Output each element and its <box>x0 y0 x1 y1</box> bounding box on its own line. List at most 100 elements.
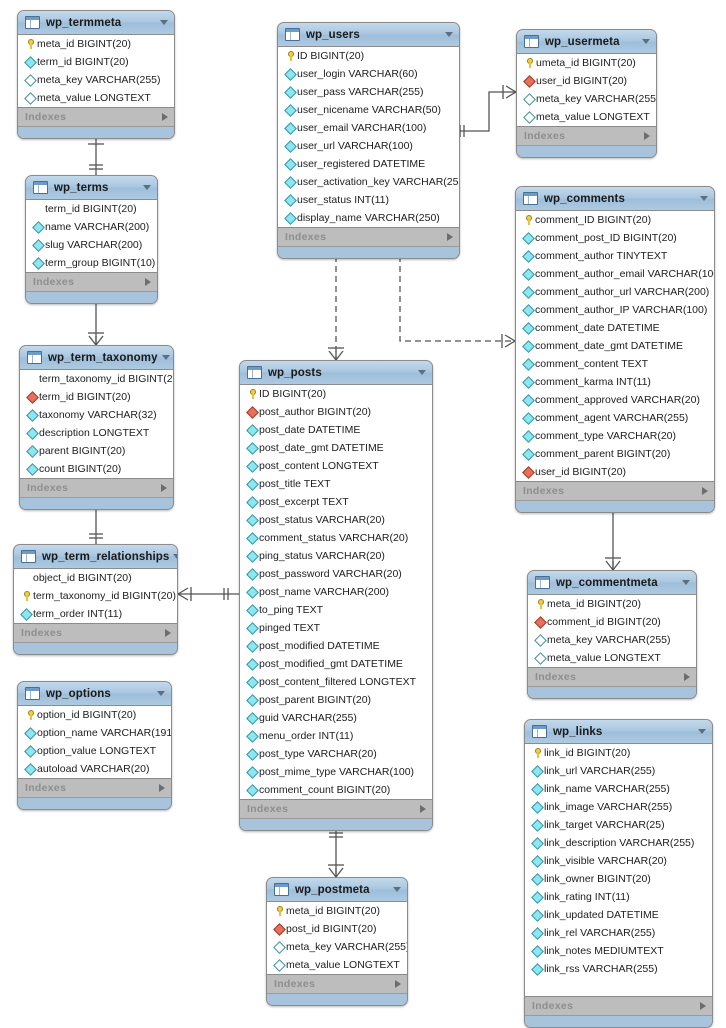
column-row[interactable]: term_id BIGINT(20) <box>20 388 173 406</box>
indexes-section[interactable]: Indexes <box>26 273 157 292</box>
column-row[interactable]: post_content_filtered LONGTEXT <box>240 673 432 691</box>
column-row[interactable]: link_id BIGINT(20) <box>525 744 712 762</box>
chevron-right-icon[interactable] <box>420 805 426 813</box>
column-row[interactable]: post_date_gmt DATETIME <box>240 439 432 457</box>
column-row[interactable]: name VARCHAR(200) <box>26 218 157 236</box>
column-row[interactable]: comment_post_ID BIGINT(20) <box>516 229 714 247</box>
chevron-down-icon[interactable] <box>682 580 690 585</box>
column-row[interactable]: option_name VARCHAR(191) <box>18 724 171 742</box>
column-row[interactable]: comment_status VARCHAR(20) <box>240 529 432 547</box>
chevron-right-icon[interactable] <box>161 484 167 492</box>
column-row[interactable]: link_visible VARCHAR(20) <box>525 852 712 870</box>
chevron-right-icon[interactable] <box>702 487 708 495</box>
column-row[interactable]: display_name VARCHAR(250) <box>278 209 459 227</box>
column-row[interactable]: meta_value LONGTEXT <box>18 89 174 107</box>
column-row[interactable]: link_description VARCHAR(255) <box>525 834 712 852</box>
chevron-right-icon[interactable] <box>162 113 168 121</box>
indexes-section[interactable]: Indexes <box>18 779 171 798</box>
chevron-down-icon[interactable] <box>698 729 706 734</box>
column-row[interactable]: option_id BIGINT(20) <box>18 706 171 724</box>
column-row[interactable]: link_name VARCHAR(255) <box>525 780 712 798</box>
column-row[interactable]: meta_value LONGTEXT <box>267 956 407 974</box>
column-row[interactable]: ID BIGINT(20) <box>240 385 432 403</box>
column-row[interactable]: term_taxonomy_id BIGINT(20) <box>20 370 173 388</box>
column-row[interactable]: user_nicename VARCHAR(50) <box>278 101 459 119</box>
table-header[interactable]: wp_postmeta <box>267 878 407 902</box>
column-row[interactable]: to_ping TEXT <box>240 601 432 619</box>
column-row[interactable]: user_url VARCHAR(100) <box>278 137 459 155</box>
column-row[interactable]: umeta_id BIGINT(20) <box>517 54 656 72</box>
chevron-down-icon[interactable] <box>700 196 708 201</box>
indexes-section[interactable]: Indexes <box>278 228 459 247</box>
column-row[interactable]: user_login VARCHAR(60) <box>278 65 459 83</box>
column-row[interactable]: meta_value LONGTEXT <box>517 108 656 126</box>
column-row[interactable]: user_email VARCHAR(100) <box>278 119 459 137</box>
table-header[interactable]: wp_term_relationships <box>14 545 177 569</box>
column-row[interactable]: comment_date DATETIME <box>516 319 714 337</box>
chevron-right-icon[interactable] <box>395 980 401 988</box>
column-row[interactable]: slug VARCHAR(200) <box>26 236 157 254</box>
column-row[interactable]: meta_id BIGINT(20) <box>18 35 174 53</box>
chevron-down-icon[interactable] <box>445 32 453 37</box>
column-row[interactable]: comment_type VARCHAR(20) <box>516 427 714 445</box>
indexes-section[interactable]: Indexes <box>517 127 656 146</box>
column-row[interactable]: link_notes MEDIUMTEXT <box>525 942 712 960</box>
column-row[interactable]: post_modified_gmt DATETIME <box>240 655 432 673</box>
column-row[interactable]: post_type VARCHAR(20) <box>240 745 432 763</box>
column-row[interactable]: comment_agent VARCHAR(255) <box>516 409 714 427</box>
column-row[interactable]: comment_parent BIGINT(20) <box>516 445 714 463</box>
column-row[interactable]: meta_id BIGINT(20) <box>528 595 696 613</box>
table-header[interactable]: wp_links <box>525 720 712 744</box>
column-row[interactable]: meta_key VARCHAR(255) <box>18 71 174 89</box>
column-row[interactable]: ID BIGINT(20) <box>278 47 459 65</box>
column-row[interactable]: post_content LONGTEXT <box>240 457 432 475</box>
column-row[interactable]: comment_author_url VARCHAR(200) <box>516 283 714 301</box>
column-row[interactable]: comment_approved VARCHAR(20) <box>516 391 714 409</box>
column-row[interactable]: post_status VARCHAR(20) <box>240 511 432 529</box>
chevron-down-icon[interactable] <box>143 185 151 190</box>
column-row[interactable]: ping_status VARCHAR(20) <box>240 547 432 565</box>
column-row[interactable]: post_date DATETIME <box>240 421 432 439</box>
column-row[interactable]: meta_key VARCHAR(255) <box>528 631 696 649</box>
column-row[interactable]: comment_count BIGINT(20) <box>240 781 432 799</box>
table-header[interactable]: wp_termmeta <box>18 11 174 35</box>
table-header[interactable]: wp_term_taxonomy <box>20 346 173 370</box>
indexes-section[interactable]: Indexes <box>525 997 712 1016</box>
column-row[interactable]: comment_author_email VARCHAR(100) <box>516 265 714 283</box>
column-row[interactable]: meta_key VARCHAR(255) <box>267 938 407 956</box>
column-row[interactable]: post_name VARCHAR(200) <box>240 583 432 601</box>
indexes-section[interactable]: Indexes <box>18 108 174 127</box>
column-row[interactable]: post_excerpt TEXT <box>240 493 432 511</box>
chevron-down-icon[interactable] <box>393 887 401 892</box>
column-row[interactable]: pinged TEXT <box>240 619 432 637</box>
chevron-right-icon[interactable] <box>684 673 690 681</box>
chevron-down-icon[interactable] <box>642 39 650 44</box>
table-header[interactable]: wp_posts <box>240 361 432 385</box>
column-row[interactable]: meta_key VARCHAR(255) <box>517 90 656 108</box>
column-row[interactable]: comment_ID BIGINT(20) <box>516 211 714 229</box>
chevron-right-icon[interactable] <box>644 132 650 140</box>
column-row[interactable]: term_taxonomy_id BIGINT(20) <box>14 587 177 605</box>
chevron-right-icon[interactable] <box>159 784 165 792</box>
chevron-right-icon[interactable] <box>447 233 453 241</box>
column-row[interactable]: term_id BIGINT(20) <box>26 200 157 218</box>
chevron-down-icon[interactable] <box>173 554 177 559</box>
column-row[interactable]: user_pass VARCHAR(255) <box>278 83 459 101</box>
column-row[interactable]: comment_id BIGINT(20) <box>528 613 696 631</box>
column-row[interactable]: comment_karma INT(11) <box>516 373 714 391</box>
column-row[interactable]: user_registered DATETIME <box>278 155 459 173</box>
column-row[interactable]: post_author BIGINT(20) <box>240 403 432 421</box>
column-row[interactable]: menu_order INT(11) <box>240 727 432 745</box>
column-row[interactable]: post_mime_type VARCHAR(100) <box>240 763 432 781</box>
chevron-down-icon[interactable] <box>157 691 165 696</box>
column-row[interactable]: user_id BIGINT(20) <box>516 463 714 481</box>
column-row[interactable]: comment_author TINYTEXT <box>516 247 714 265</box>
table-header[interactable]: wp_terms <box>26 176 157 200</box>
